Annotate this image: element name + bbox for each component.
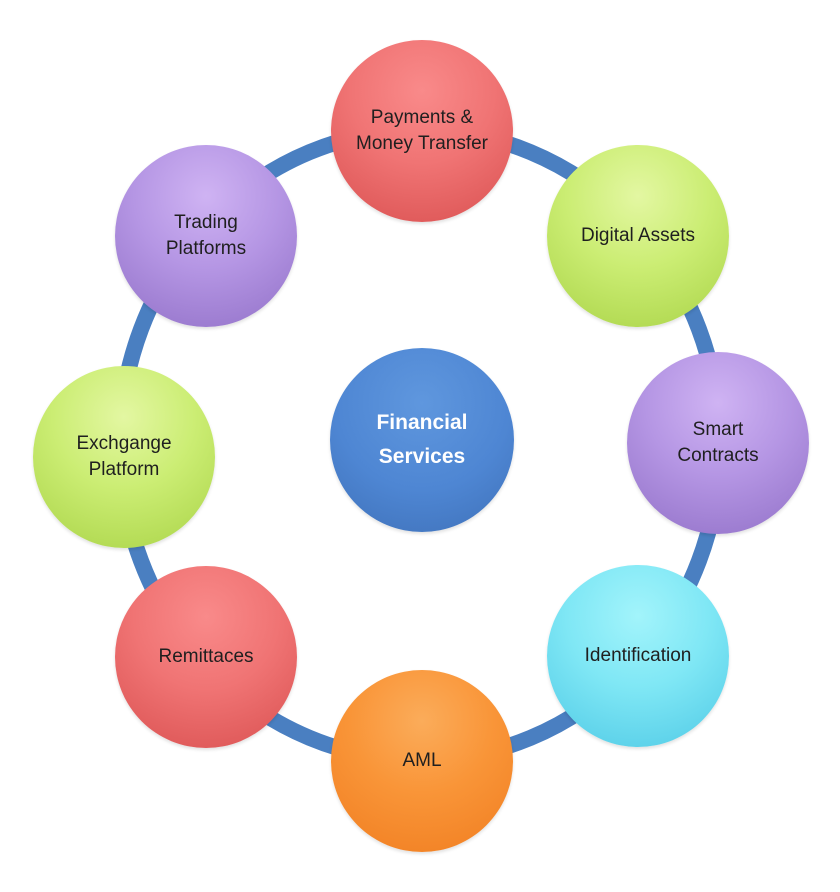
node-identification-label: Identification	[584, 645, 692, 667]
node-payments-money-transfer-label: Payments & Money Transfer	[356, 107, 488, 154]
node-exchgange-platform: Exchgange Platform	[33, 366, 215, 548]
node-remittaces-label: Remittaces	[158, 646, 254, 668]
node-exchgange-platform-label: Exchgange Platform	[76, 433, 172, 480]
node-payments-money-transfer: Payments & Money Transfer	[331, 40, 513, 222]
node-digital-assets-label: Digital Assets	[580, 225, 696, 247]
center-financial-services: Financial Services	[330, 348, 514, 532]
node-trading-platforms: Trading Platforms	[115, 145, 297, 327]
node-identification: Identification	[547, 565, 729, 747]
node-smart-contracts: Smart Contracts	[627, 352, 809, 534]
center-financial-services-label: Financial Services	[376, 411, 468, 468]
node-aml-label: AML	[402, 750, 442, 772]
node-trading-platforms-label: Trading Platforms	[165, 212, 247, 259]
node-remittaces: Remittaces	[115, 566, 297, 748]
node-aml: AML	[331, 670, 513, 852]
node-digital-assets: Digital Assets	[547, 145, 729, 327]
node-smart-contracts-label: Smart Contracts	[677, 419, 759, 466]
